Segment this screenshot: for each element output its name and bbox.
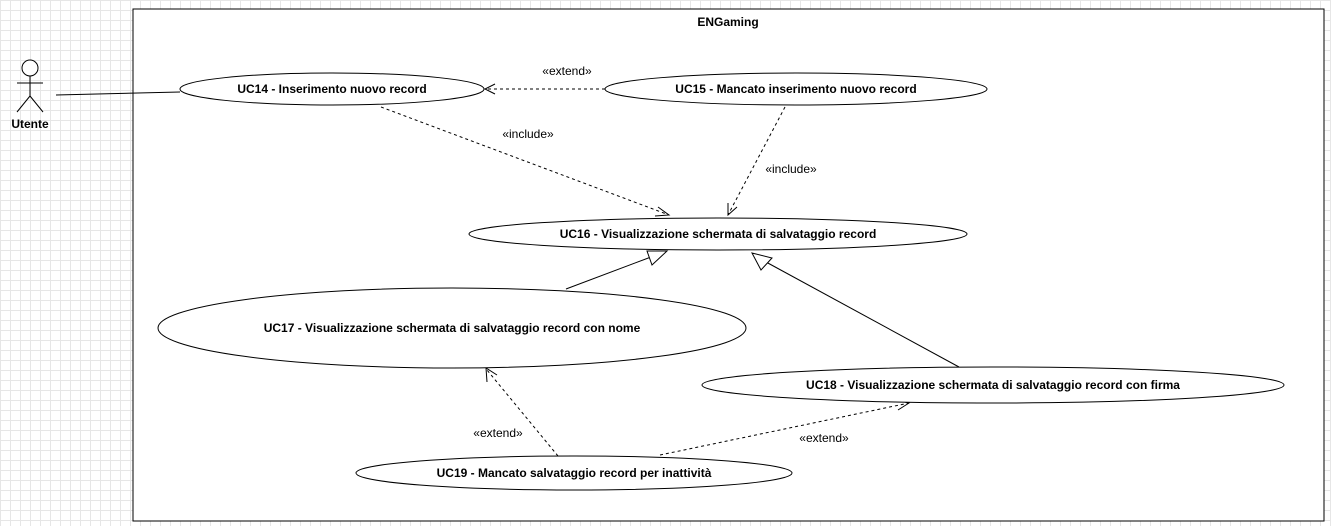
- extend-uc19-uc18-label: «extend»: [799, 431, 849, 445]
- generalization-uc18-uc16-arrowhead: [751, 252, 773, 271]
- system-title: ENGaming: [697, 15, 758, 29]
- generalization-uc17-uc16: [565, 256, 652, 290]
- use-case-uc15-shape: [604, 72, 988, 106]
- use-case-uc17-label: UC17 - Visualizzazione schermata di salv…: [264, 321, 641, 335]
- include-uc14-uc16-label: «include»: [502, 127, 554, 141]
- extend-uc19-uc17-label: «extend»: [473, 426, 523, 440]
- use-case-uc15-label: UC15 - Mancato inserimento nuovo record: [675, 82, 916, 96]
- use-case-uc18-shape: [701, 366, 1285, 404]
- use-case-uc16-label: UC16 - Visualizzazione schermata di salv…: [560, 227, 877, 241]
- use-case-uc15[interactable]: UC15 - Mancato inserimento nuovo record: [604, 72, 988, 106]
- use-case-uc17[interactable]: UC17 - Visualizzazione schermata di salv…: [157, 287, 747, 369]
- extend-uc19-uc18: [659, 402, 910, 456]
- use-case-uc16[interactable]: UC16 - Visualizzazione schermata di salv…: [468, 217, 968, 251]
- actor-head: [21, 59, 39, 77]
- use-case-uc14-shape: [179, 72, 485, 106]
- use-case-uc19-shape: [355, 455, 793, 491]
- actor-right-leg: [29, 95, 44, 113]
- generalization-uc18-uc16: [765, 261, 960, 368]
- generalization-uc17-uc16-arrowhead: [646, 250, 669, 266]
- include-uc15-uc16: [727, 106, 786, 216]
- use-case-uc14[interactable]: UC14 - Inserimento nuovo record: [179, 72, 485, 106]
- use-case-uc19[interactable]: UC19 - Mancato salvataggio record per in…: [355, 455, 793, 491]
- include-uc14-uc16-arrowhead: [654, 206, 671, 217]
- use-case-uc14-label: UC14 - Inserimento nuovo record: [237, 82, 426, 96]
- use-case-uc18-label: UC18 - Visualizzazione schermata di salv…: [806, 378, 1180, 392]
- include-uc15-uc16-label: «include»: [765, 162, 817, 176]
- actor-label: Utente: [11, 117, 49, 131]
- use-case-uc16-shape: [468, 217, 968, 251]
- actor-left-leg: [16, 95, 31, 113]
- association-utente-uc14: [55, 91, 181, 96]
- actor-utente[interactable]: Utente: [11, 59, 49, 131]
- extend-uc15-uc14-arrowhead: [483, 83, 496, 95]
- extend-uc15-uc14-label: «extend»: [542, 64, 592, 78]
- use-case-uc19-label: UC19 - Mancato salvataggio record per in…: [437, 466, 712, 480]
- extend-uc19-uc17: [486, 369, 559, 457]
- use-case-uc18[interactable]: UC18 - Visualizzazione schermata di salv…: [701, 366, 1285, 404]
- use-case-uc17-shape: [157, 287, 747, 369]
- include-uc15-uc16-arrowhead: [727, 203, 738, 217]
